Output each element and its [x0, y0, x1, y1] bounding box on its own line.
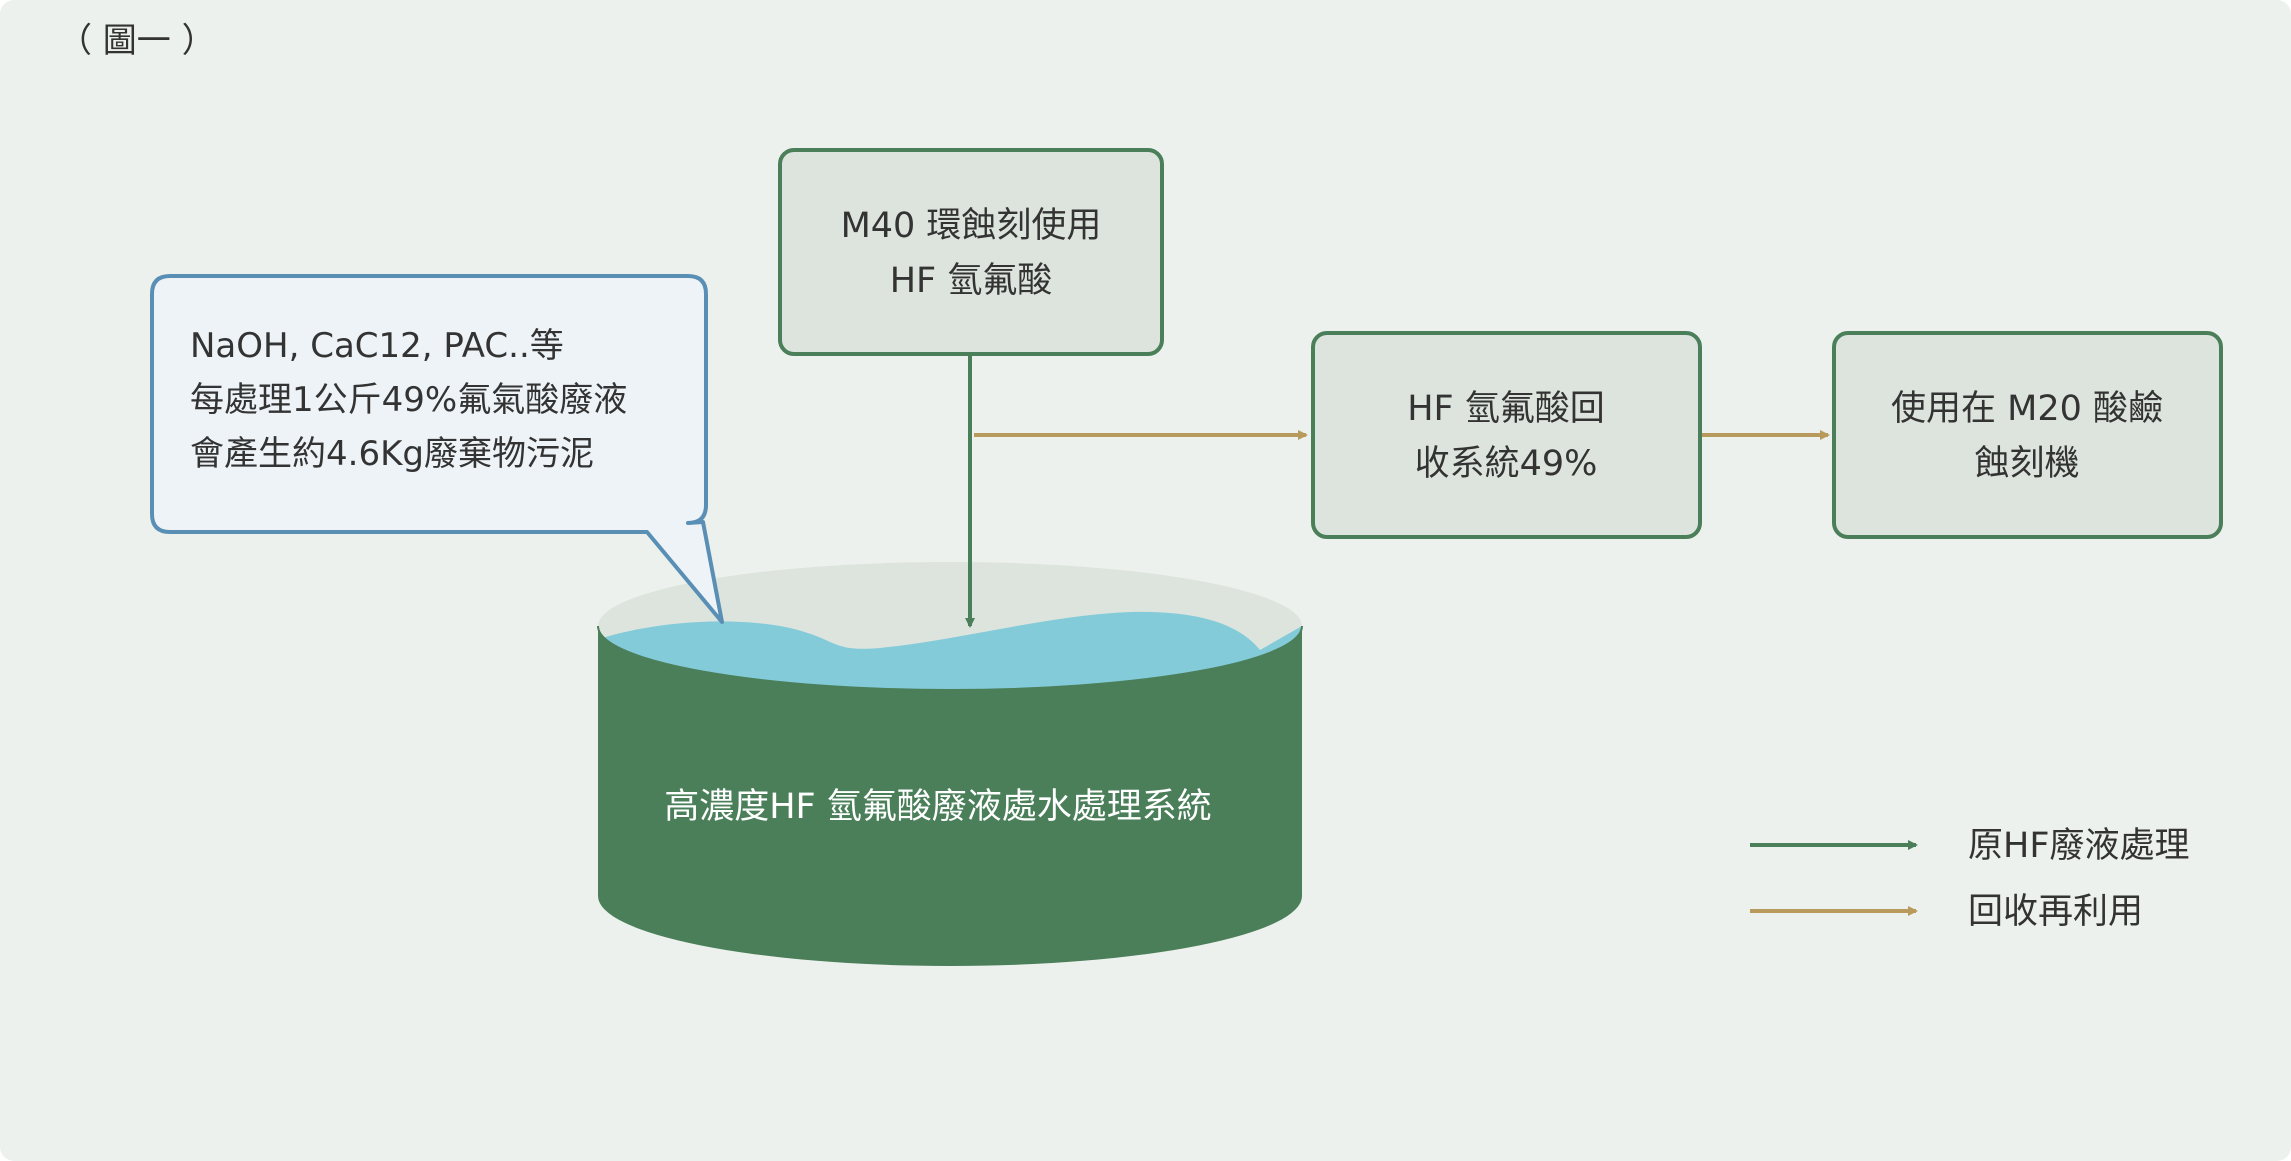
recovery-box-line-1: HF 氫氟酸回 [1407, 389, 1605, 429]
legend-label-original: 原HF廢液處理 [1968, 826, 2189, 866]
legend: 原HF廢液處理 回收再利用 [1750, 826, 2189, 932]
legend-label-recycle: 回收再利用 [1968, 892, 2143, 932]
callout-line-2: 每處理1公斤49%氟氣酸廢液 [190, 380, 627, 420]
reuse-box-frame [1832, 331, 2223, 539]
source-box-line-1: M40 環蝕刻使用 [841, 206, 1102, 246]
source-box-frame [778, 148, 1164, 356]
recovery-box-frame [1311, 331, 1702, 539]
tank-rim-line [597, 625, 1303, 691]
callout-bubble: NaOH, CaC12, PAC..等 每處理1公斤49%氟氣酸廢液 會產生約4… [150, 274, 724, 624]
figure-label: （ 圖一 ） [58, 21, 216, 61]
recovery-box: HF 氫氟酸回 收系統49% [1311, 331, 1702, 539]
reuse-box: 使用在 M20 酸鹼 蝕刻機 [1832, 331, 2223, 539]
treatment-tank: 高濃度HF 氫氟酸廢液處水處理系統 [597, 562, 1303, 966]
tank-water [598, 611, 1302, 690]
source-box-line-2: HF 氫氟酸 [890, 261, 1053, 301]
callout-line-3: 會產生約4.6Kg廢棄物污泥 [190, 434, 594, 474]
tank-label: 高濃度HF 氫氟酸廢液處水處理系統 [664, 787, 1212, 827]
callout-shape [150, 274, 724, 624]
callout-line-1: NaOH, CaC12, PAC..等 [190, 326, 564, 366]
recovery-box-line-2: 收系統49% [1415, 444, 1598, 484]
source-box: M40 環蝕刻使用 HF 氫氟酸 [778, 148, 1164, 356]
reuse-box-line-1: 使用在 M20 酸鹼 [1891, 389, 2163, 429]
tank-bottom [598, 826, 1302, 966]
reuse-box-line-2: 蝕刻機 [1974, 444, 2079, 484]
